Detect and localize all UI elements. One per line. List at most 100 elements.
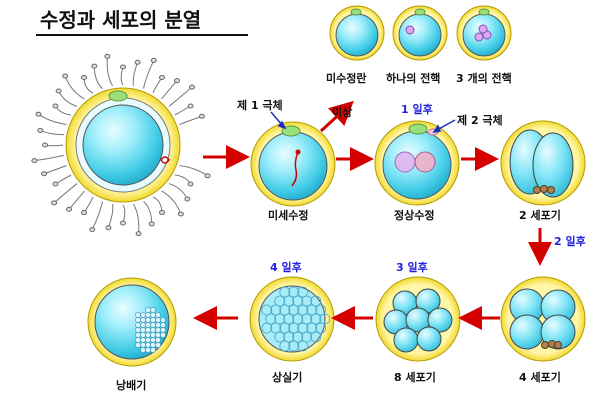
inner-cell-mass-cell	[155, 312, 161, 318]
sperm-head	[41, 171, 48, 177]
morula-cell	[297, 322, 309, 334]
title-underline	[36, 34, 248, 36]
inner-cell-mass-cell	[140, 322, 146, 328]
inner-cell-mass-cell	[155, 342, 161, 348]
inner-cell-mass-cell	[140, 342, 146, 348]
inner-cell-mass-cell	[155, 332, 161, 338]
sperm-tail	[152, 77, 163, 94]
inner-cell-mass-cell	[150, 342, 156, 348]
embryo-two-cell	[500, 120, 586, 206]
morula-cell	[297, 340, 309, 352]
morula-cell	[261, 304, 273, 316]
sperm-tail	[43, 165, 67, 175]
sperm-tail	[53, 183, 78, 204]
label-day1: 1 일후	[401, 103, 433, 116]
inner-cell-mass-cell	[145, 347, 151, 353]
inner-cell-mass-cell	[140, 337, 146, 343]
inner-cell-mass-cell	[155, 337, 161, 343]
embryo-four-cell	[500, 276, 586, 362]
sperm-head	[66, 206, 73, 212]
label-morula: 상실기	[272, 371, 303, 384]
egg-with-sperm	[65, 87, 181, 203]
sperm-head	[120, 64, 126, 70]
morula-cell	[315, 304, 327, 316]
sperm-head	[187, 103, 194, 109]
morula-cell	[283, 313, 295, 325]
sperm-head	[148, 221, 155, 227]
inner-cell-mass-cell	[135, 327, 141, 333]
morula-cell	[279, 286, 291, 298]
morula-cell	[301, 331, 313, 343]
inner-cell-mass-cell	[145, 332, 151, 338]
inner-cell-mass-cell	[145, 337, 151, 343]
label-day4: 4 일후	[270, 261, 302, 274]
inner-cell-mass-cell	[135, 332, 141, 338]
inner-cell-mass-cell	[155, 327, 161, 333]
sperm-cells	[31, 53, 211, 237]
sperm-head	[91, 63, 98, 69]
label-day2: 2 일후	[554, 235, 586, 248]
label-two-cell: 2 세포기	[519, 209, 561, 222]
morula-cell	[315, 322, 327, 334]
morula-cell	[310, 313, 322, 325]
sperm-tail	[38, 113, 67, 125]
label-blastocyst: 낭배기	[116, 379, 147, 392]
morula-cell	[301, 313, 313, 325]
sperm-head	[81, 210, 87, 216]
morula-cell	[279, 340, 291, 352]
sperm-tail	[122, 204, 126, 224]
inner-cell-mass-cell	[145, 327, 151, 333]
inner-cell-mass-cell	[135, 322, 141, 328]
sperm-tail	[93, 66, 103, 89]
label-first-polar-body: 제 1 극체	[237, 99, 283, 112]
sperm-tail	[179, 165, 208, 177]
sperm-head	[52, 181, 59, 187]
morula-cell	[283, 331, 295, 343]
label-microinjection: 미세수정	[268, 209, 309, 222]
inner-cell-mass-cell	[160, 317, 166, 323]
sperm-head	[52, 103, 59, 109]
inner-cell-mass-cell	[140, 327, 146, 333]
sperm-head	[135, 231, 142, 237]
morula-cell	[288, 322, 300, 334]
egg-unfertilized	[329, 5, 385, 61]
label-day3: 3 일후	[396, 261, 428, 274]
sperm-head	[89, 227, 96, 233]
sperm-head	[120, 220, 126, 226]
embryo-eight-cell	[375, 276, 461, 362]
sperm-head	[35, 111, 42, 117]
sperm-head	[37, 127, 44, 133]
sperm-head	[31, 158, 38, 164]
sperm-tail	[83, 77, 94, 94]
inner-cell-mass-cell	[150, 347, 156, 353]
morula-cell	[306, 304, 318, 316]
morula-cell	[270, 304, 282, 316]
sperm-tail	[132, 62, 139, 86]
sperm-head	[159, 210, 165, 216]
sperm-tail	[168, 183, 188, 200]
label-second-polar-body: 제 2 극체	[457, 114, 503, 127]
sperm-head	[104, 53, 111, 59]
sperm-head	[198, 113, 205, 119]
inner-cell-mass-cell	[145, 342, 151, 348]
label-unfertilized: 미수정란	[326, 72, 367, 85]
sperm-tail	[161, 80, 178, 100]
sperm-head	[81, 74, 87, 80]
inner-cell-mass-cell	[135, 312, 141, 318]
morula-cell	[288, 340, 300, 352]
inner-cell-mass-cell	[150, 317, 156, 323]
morula-cell	[319, 313, 331, 325]
label-three-pronuclei: 3 개의 전핵	[456, 72, 512, 85]
morula-cell	[274, 331, 286, 343]
inner-cell-mass-cell	[160, 332, 166, 338]
egg-three-pronuclei	[456, 5, 512, 61]
morula-cell	[265, 313, 277, 325]
egg-one-pronucleus	[392, 5, 448, 61]
morula-cell	[292, 295, 304, 307]
morula-cell	[270, 322, 282, 334]
sperm-tail	[143, 201, 153, 224]
inner-cell-mass-cell	[160, 322, 166, 328]
morula-cell	[310, 295, 322, 307]
